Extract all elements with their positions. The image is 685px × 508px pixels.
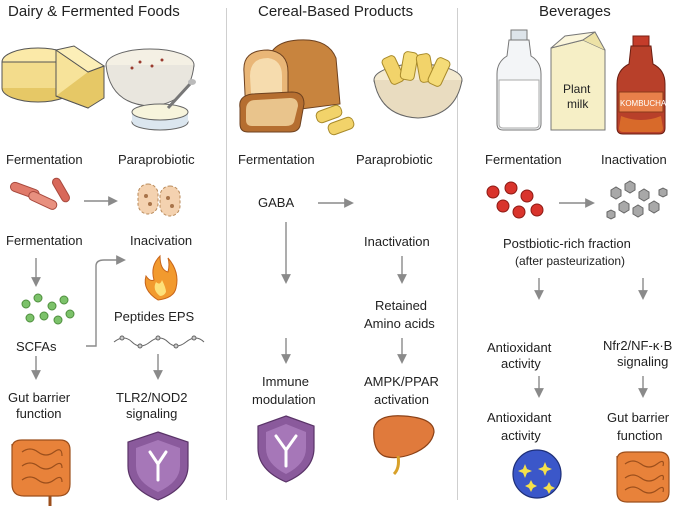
milk-bottle-icon: [496, 29, 542, 131]
cereal-paraprobiotic-label: Paraprobiotic: [356, 152, 433, 167]
bread-slice-icon: [239, 91, 305, 133]
plant-milk-label-1: Plant: [563, 82, 591, 96]
dairy-fermentation-label: Fermentation: [6, 152, 83, 167]
cereal-panel: Cereal-Based Products: [228, 0, 463, 508]
after-pasteurization-label: (after pasteurization): [515, 254, 626, 268]
dairy-peptides-eps-label: Peptides EPS: [114, 309, 195, 324]
cereal-ampk-label-1: AMPK/PPAR: [364, 374, 439, 389]
dairy-fermentation-2-label: Fermentation: [6, 233, 83, 248]
antioxidant-1-label-1: Antioxidant: [487, 340, 552, 355]
plant-milk-carton-icon: [550, 31, 606, 131]
red-cells-icon: [486, 181, 544, 219]
divider-right: [457, 8, 458, 500]
cereal-retained-label-2: Amino acids: [364, 316, 435, 331]
cereal-immune-label-2: modulation: [252, 392, 316, 407]
beverages-panel: Beverages: [459, 0, 685, 508]
dairy-gut-barrier-label-1: Gut barrier: [8, 390, 71, 405]
dairy-panel: Dairy & Fermented Foods: [0, 0, 226, 508]
dairy-scfas-label: SCFAs: [16, 339, 57, 354]
cereal-ampk-label-2: activation: [374, 392, 429, 407]
dairy-art: [1, 45, 205, 506]
pasta-bowl-icon: [373, 51, 463, 119]
antioxidant-2-label-1: Antioxidant: [487, 410, 552, 425]
cereal-immune-label-1: Immune: [262, 374, 309, 389]
antioxidant-2-label-2: activity: [501, 428, 541, 443]
beverages-title: Beverages: [539, 3, 611, 20]
cheese-icon: [1, 45, 106, 109]
bev-gut-barrier-label-2: function: [617, 428, 663, 443]
dairy-tlr2-label-2: signaling: [126, 406, 178, 421]
antioxidant-1-label-2: activity: [501, 356, 541, 371]
antioxidant-sparkle-icon: [512, 449, 562, 499]
cereal-retained-label-1: Retained: [375, 298, 428, 313]
cereal-inactivation-label: Inactivation: [364, 234, 430, 249]
beverages-art: [486, 29, 670, 503]
scfa-dots-icon: [21, 293, 75, 325]
intestine-2-icon: [616, 451, 670, 503]
nfr2-label-1: Nfr2/NF-κ·B: [603, 338, 673, 353]
dairy-gut-barrier-label-2: function: [16, 406, 62, 421]
cereal-gaba-label: GABA: [258, 195, 295, 210]
cereal-art: [239, 39, 463, 483]
yogurt-bowl-icon: [105, 48, 196, 131]
immune-shield-icon: [257, 415, 315, 483]
divider-left: [226, 8, 227, 500]
bacteria-rods-icon: [9, 177, 70, 210]
cereal-fermentation-label: Fermentation: [238, 152, 315, 167]
dairy-title: Dairy & Fermented Foods: [8, 3, 180, 20]
flame-icon: [144, 254, 178, 301]
nfr2-label-2: signaling: [617, 354, 669, 369]
shield-receptor-icon: [127, 431, 189, 501]
pasta-pieces-icon: [315, 104, 355, 136]
bev-gut-barrier-label-1: Gut barrier: [607, 410, 670, 425]
bev-inactivation-label: Inactivation: [601, 152, 667, 167]
plant-milk-label-2: milk: [567, 97, 589, 111]
kombucha-bottle-icon: [616, 35, 666, 135]
kombucha-label: KOMBUCHA: [620, 99, 667, 108]
dairy-inactivation-label: Inacivation: [130, 233, 193, 248]
cereal-title: Cereal-Based Products: [258, 3, 414, 20]
inactivated-hexagons-icon: [606, 180, 668, 220]
peptide-chain-icon: [113, 335, 205, 349]
postbiotic-label: Postbiotic-rich fraction: [503, 236, 631, 251]
dairy-tlr2-label-1: TLR2/NOD2: [116, 390, 188, 405]
liver-icon: [373, 415, 435, 476]
intestine-icon: [11, 439, 71, 506]
inactivated-bacteria-icon: [137, 183, 181, 217]
bev-fermentation-label: Fermentation: [485, 152, 562, 167]
dairy-paraprobiotic-label: Paraprobiotic: [118, 152, 195, 167]
